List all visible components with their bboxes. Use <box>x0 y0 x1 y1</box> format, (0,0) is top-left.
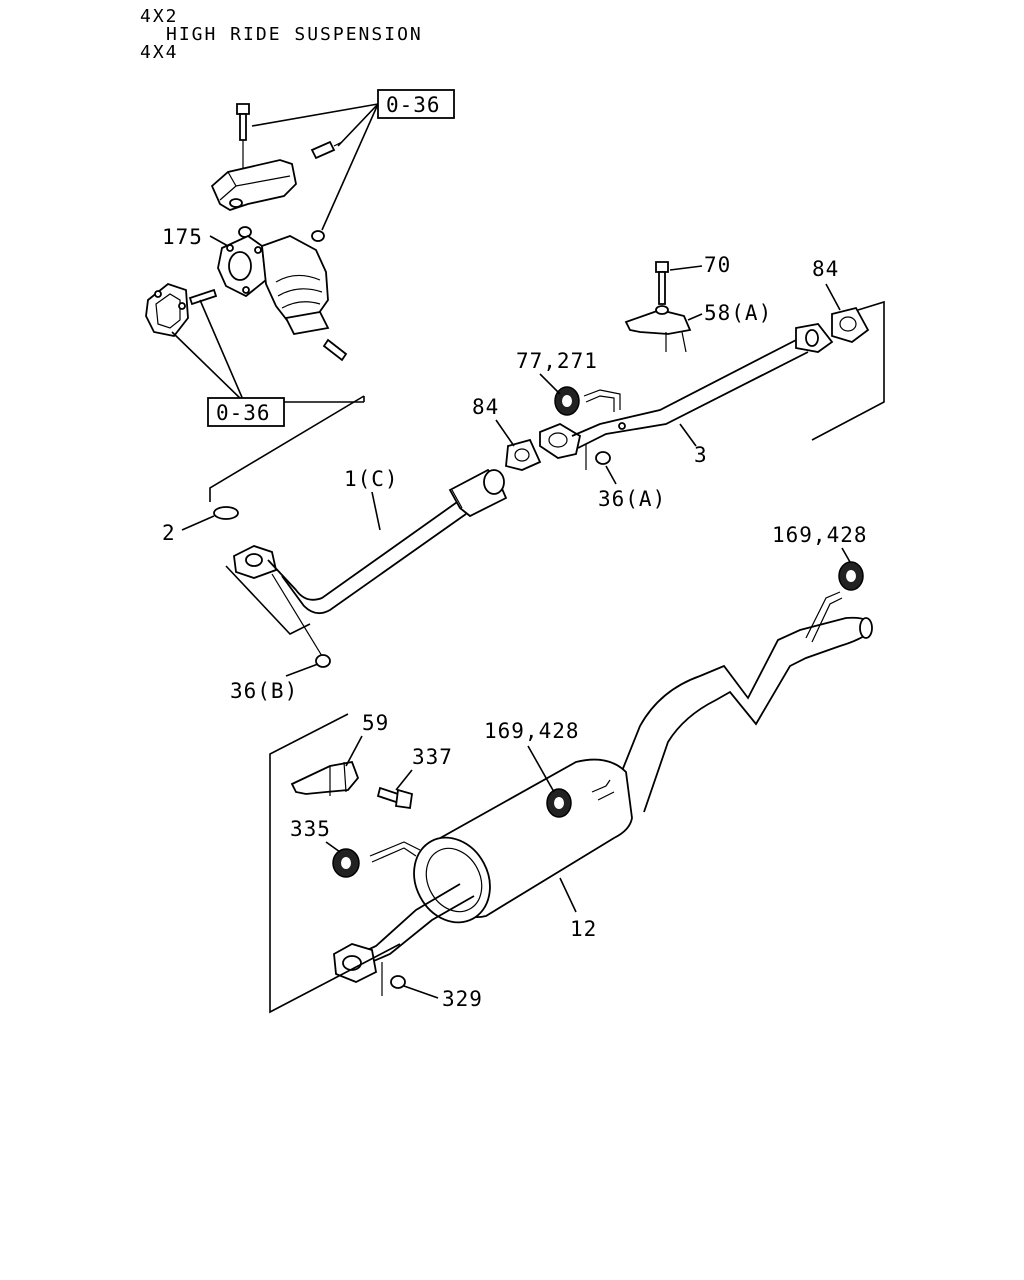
callout-70: 70 <box>704 253 731 277</box>
callout-337: 337 <box>412 745 453 769</box>
frame-lines-front <box>209 395 365 635</box>
callout-335: 335 <box>290 817 331 841</box>
reference-label-bottom: 0-36 <box>216 401 271 425</box>
callout-12: 12 <box>570 917 597 941</box>
frame-lines-rear <box>269 713 401 1014</box>
callout-2: 2 <box>162 521 176 545</box>
callout-84-mid: 84 <box>472 395 499 419</box>
header-line-high-ride-suspension: HIGH RIDE SUSPENSION <box>166 24 423 45</box>
rubber-mount-169-428-top <box>838 561 864 591</box>
callout-169-428-mid: 169,428 <box>484 719 580 743</box>
callout-329: 329 <box>442 987 483 1011</box>
gasket-84-mid <box>505 438 542 471</box>
gasket-84-right <box>831 306 870 343</box>
callout-36a: 36(A) <box>598 487 666 511</box>
callout-58a: 58(A) <box>704 301 772 325</box>
callout-77-271: 77,271 <box>516 349 598 373</box>
callout-3: 3 <box>694 443 708 467</box>
frame-lines-right <box>811 300 885 441</box>
callout-36b: 36(B) <box>230 679 298 703</box>
reference-label-top: 0-36 <box>386 93 441 117</box>
reference-box-bottom: 0-36 <box>207 397 285 427</box>
callout-1c: 1(C) <box>344 467 399 491</box>
callout-169-428-top: 169,428 <box>772 523 868 547</box>
bracket-59 <box>290 760 414 810</box>
reference-box-top: 0-36 <box>377 89 455 119</box>
rubber-mount-169-428-mid <box>546 788 572 818</box>
rubber-mount-335 <box>332 848 360 878</box>
tail-pipe <box>611 591 873 813</box>
catalytic-converter-assembly <box>145 103 348 362</box>
rubber-mount-77-271 <box>554 386 580 416</box>
reference-leaders <box>171 103 379 403</box>
callout-84-right: 84 <box>812 257 839 281</box>
front-pipe <box>213 468 508 668</box>
header-line-4x4: 4X4 <box>140 42 179 63</box>
callout-59: 59 <box>362 711 389 735</box>
header-line-4x2: 4X2 <box>140 6 179 27</box>
callout-175: 175 <box>162 225 203 249</box>
bracket-58a <box>624 261 692 353</box>
intermediate-pipe <box>539 323 834 459</box>
